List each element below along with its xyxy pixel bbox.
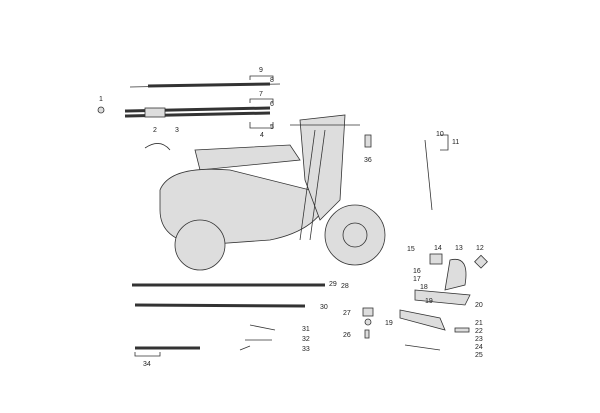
stand-assembly [362,253,488,351]
part-1 [97,106,105,114]
label-16: 16 [413,268,421,275]
label-20: 20 [475,302,483,309]
label-1: 1 [99,96,103,103]
label-19b: 19 [385,320,393,327]
label-10: 10 [436,131,444,138]
label-7: 7 [259,91,263,98]
label-14: 14 [434,245,442,252]
label-30: 30 [320,304,328,311]
label-15: 15 [407,246,415,253]
label-31: 31 [302,326,310,333]
brackets [249,75,274,129]
label-3: 3 [175,127,179,134]
small-parts-31-33 [239,324,276,351]
cable-3 [124,106,271,118]
label-5: 5 [270,124,274,131]
label-21: 21 [475,320,483,327]
label-24: 24 [475,344,483,351]
label-28: 28 [341,283,349,290]
label-26: 26 [343,332,351,339]
label-22: 22 [475,328,483,335]
label-2: 2 [153,127,157,134]
label-33: 33 [302,346,310,353]
label-19: 19 [425,298,433,305]
label-6: 6 [270,101,274,108]
part-36 [364,134,372,148]
label-8: 8 [270,77,274,84]
label-18: 18 [420,284,428,291]
label-23: 23 [475,336,483,343]
label-17: 17 [413,276,421,283]
scooter [159,114,386,271]
label-29: 29 [329,281,337,288]
label-4: 4 [260,132,264,139]
cable-30 [134,303,306,308]
label-32: 32 [302,336,310,343]
label-34: 34 [143,361,151,368]
label-36: 36 [364,157,372,164]
cable-9 [129,82,281,88]
speedo-cable-10 [424,139,433,211]
label-9: 9 [259,67,263,74]
label-11: 11 [452,139,460,146]
label-27: 27 [343,310,351,317]
label-13: 13 [455,245,463,252]
label-12: 12 [476,245,484,252]
label-25: 25 [475,352,483,359]
part-2 [144,143,171,151]
